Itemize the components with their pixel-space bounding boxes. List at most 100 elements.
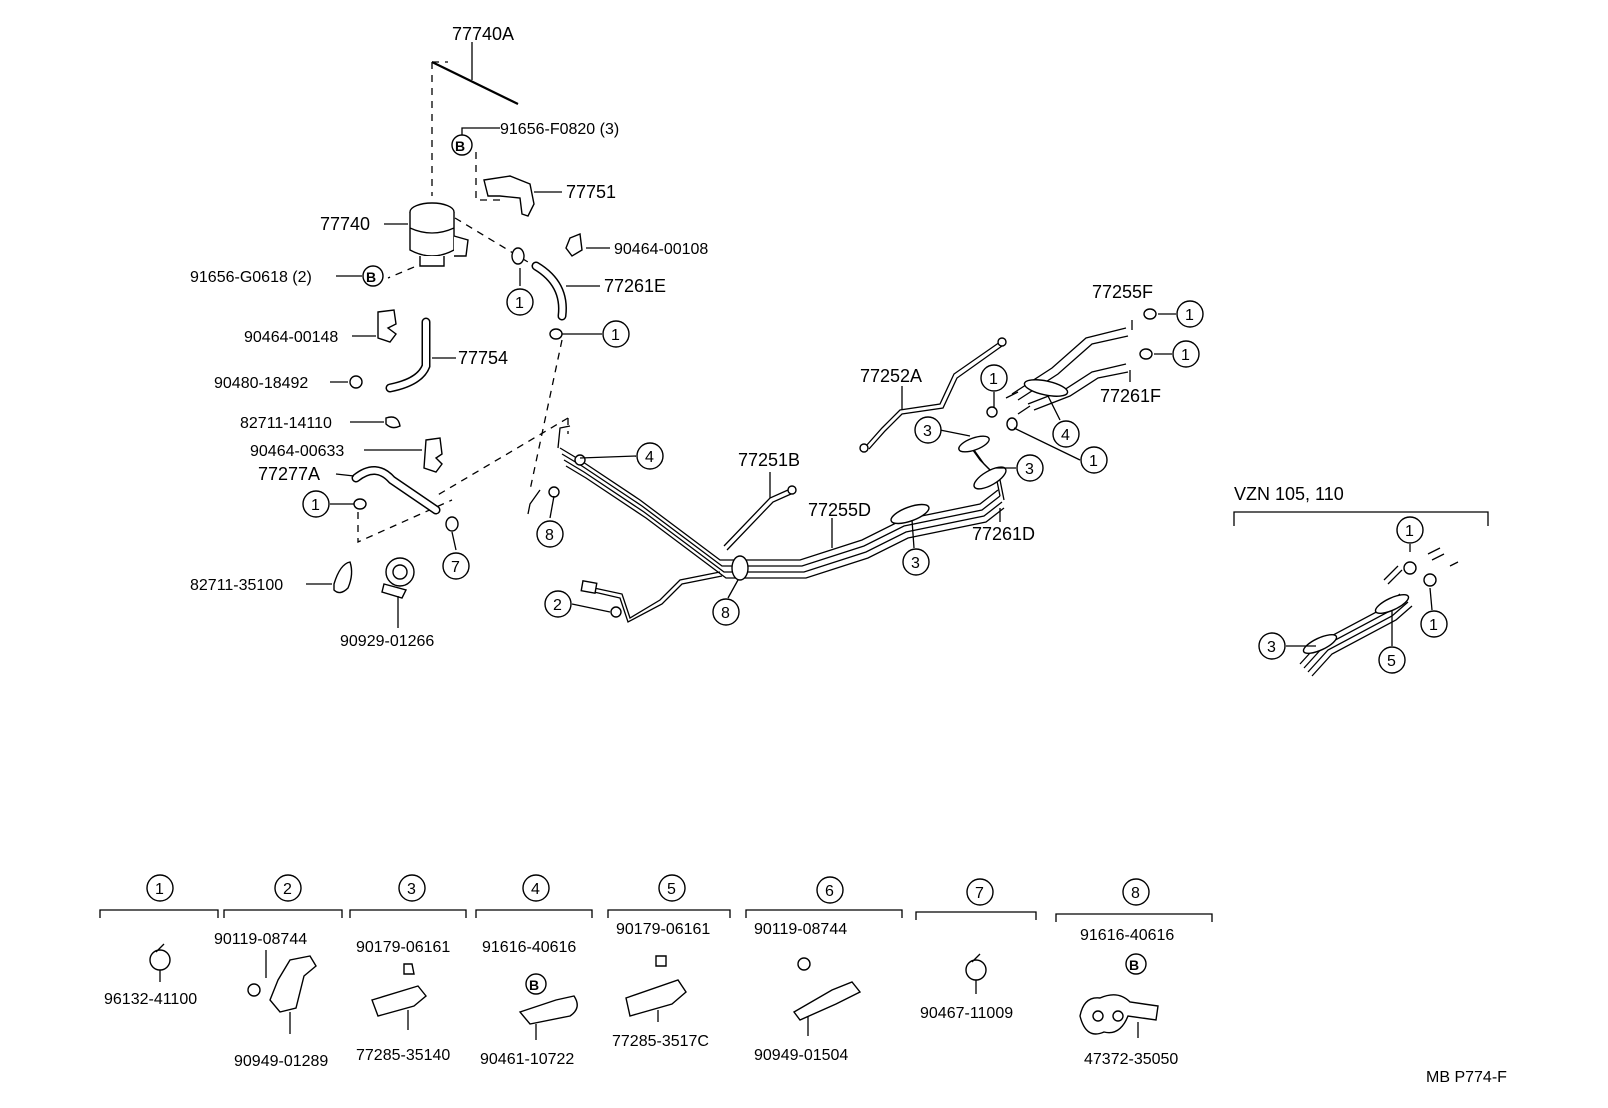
svg-text:90467-11009: 90467-11009 bbox=[920, 1005, 1013, 1022]
canister-77740 bbox=[409, 202, 469, 267]
svg-text:1: 1 bbox=[1181, 347, 1190, 364]
svg-text:77285-35140: 77285-35140 bbox=[356, 1047, 450, 1064]
svg-text:8: 8 bbox=[721, 605, 730, 622]
label-77261E: 77261E bbox=[604, 276, 666, 296]
svg-text:3: 3 bbox=[407, 881, 416, 898]
svg-text:5: 5 bbox=[667, 881, 676, 898]
svg-text:1: 1 bbox=[1089, 453, 1098, 470]
hose-77754 bbox=[385, 317, 431, 393]
svg-text:1: 1 bbox=[1185, 307, 1194, 324]
legend: 1 96132-41100 2 90119-08744 90949-01289 … bbox=[99, 874, 1213, 1070]
svg-text:8: 8 bbox=[1131, 885, 1140, 902]
svg-text:1: 1 bbox=[1405, 523, 1414, 540]
nut-icon bbox=[403, 963, 415, 975]
bolt-b-icon: B bbox=[451, 134, 473, 156]
svg-text:3: 3 bbox=[1025, 461, 1034, 478]
bolt-b-icon: B bbox=[362, 265, 384, 287]
inset-vzn: VZN 105, 110 1 1 5 3 bbox=[1233, 484, 1489, 677]
svg-text:B: B bbox=[529, 977, 539, 993]
clamp-icon bbox=[1139, 348, 1153, 360]
clamp-icon bbox=[1006, 417, 1018, 431]
clamp-icon bbox=[986, 406, 998, 418]
svg-text:2: 2 bbox=[553, 597, 562, 614]
svg-text:90949-01504: 90949-01504 bbox=[754, 1047, 848, 1064]
label-77754: 77754 bbox=[458, 348, 508, 368]
bolt-b-icon bbox=[525, 973, 547, 995]
bolt-icon bbox=[797, 957, 811, 971]
label-91656F: 91656-F0820 (3) bbox=[500, 121, 619, 138]
clamp-icon bbox=[1143, 308, 1157, 320]
nut-icon bbox=[655, 955, 667, 967]
label-82711-35100: 82711-35100 bbox=[190, 577, 283, 594]
clamp-icon bbox=[965, 959, 987, 981]
label-77740: 77740 bbox=[320, 214, 370, 234]
clamp-icon bbox=[371, 985, 427, 1017]
clamp-icon bbox=[518, 995, 578, 1025]
svg-text:3: 3 bbox=[911, 555, 920, 572]
svg-text:4: 4 bbox=[1061, 427, 1070, 444]
inset-title: VZN 105, 110 bbox=[1234, 484, 1344, 504]
svg-text:47372-35050: 47372-35050 bbox=[1084, 1051, 1178, 1068]
label-91656G: 91656-G0618 (2) bbox=[190, 269, 312, 286]
legend-item-6: 6 90119-08744 90949-01504 bbox=[745, 876, 903, 1064]
legend-item-2: 2 90119-08744 90949-01289 bbox=[214, 874, 343, 1070]
svg-text:B: B bbox=[1129, 957, 1139, 973]
label-77255F: 77255F bbox=[1092, 282, 1153, 302]
svg-text:1: 1 bbox=[515, 295, 524, 312]
svg-text:1: 1 bbox=[155, 881, 164, 898]
hose-77277A bbox=[351, 466, 441, 515]
label-90464-00633: 90464-00633 bbox=[250, 443, 344, 460]
legend-item-5: 5 90179-06161 77285-3517C bbox=[607, 874, 731, 1050]
rod-77740A bbox=[431, 61, 519, 105]
clip-82711-35100 bbox=[333, 561, 353, 594]
leader-77277A bbox=[335, 473, 355, 477]
clamp-icon bbox=[625, 979, 687, 1017]
bracket-icon bbox=[269, 955, 317, 1013]
legend-item-3: 3 90179-06161 77285-35140 bbox=[349, 874, 467, 1064]
label-77261D: 77261D bbox=[972, 524, 1035, 544]
svg-text:1: 1 bbox=[611, 327, 620, 344]
grommet-90480 bbox=[349, 375, 363, 389]
label-90464-00148: 90464-00148 bbox=[244, 329, 338, 346]
bolt-b-icon bbox=[1125, 953, 1147, 975]
bolt-icon bbox=[247, 983, 261, 997]
pipe-lower-left bbox=[580, 571, 723, 623]
svg-text:96132-41100: 96132-41100 bbox=[104, 991, 197, 1008]
svg-text:6: 6 bbox=[825, 883, 834, 900]
svg-text:90461-10722: 90461-10722 bbox=[480, 1051, 574, 1068]
svg-text:90179-06161: 90179-06161 bbox=[356, 939, 450, 956]
svg-text:4: 4 bbox=[645, 449, 654, 466]
svg-text:B: B bbox=[366, 269, 376, 285]
svg-text:7: 7 bbox=[451, 559, 460, 576]
clamp-90929-01266 bbox=[381, 557, 415, 599]
svg-text:5: 5 bbox=[1387, 653, 1396, 670]
svg-text:4: 4 bbox=[531, 881, 540, 898]
svg-text:B: B bbox=[455, 138, 465, 154]
label-90480: 90480-18492 bbox=[214, 375, 308, 392]
svg-text:90179-06161: 90179-06161 bbox=[616, 921, 710, 938]
clip-82711-14110 bbox=[385, 416, 401, 429]
legend-item-7: 7 90467-11009 bbox=[915, 878, 1037, 1022]
inset-bracket bbox=[1233, 511, 1489, 526]
pipe-77251B bbox=[723, 485, 797, 551]
clip-90464-00108 bbox=[565, 233, 583, 257]
label-82711-14110: 82711-14110 bbox=[240, 415, 332, 432]
clip-90464-00148 bbox=[377, 309, 397, 343]
clamp-icon bbox=[549, 328, 563, 340]
label-77261F: 77261F bbox=[1100, 386, 1161, 406]
svg-text:8: 8 bbox=[545, 527, 554, 544]
label-77740A: 77740A bbox=[452, 24, 514, 44]
clip-90464-00633 bbox=[423, 437, 443, 473]
svg-text:1: 1 bbox=[311, 497, 320, 514]
legend-item-4: 4 91616-40616 B 90461-10722 bbox=[475, 874, 593, 1068]
svg-text:90949-01289: 90949-01289 bbox=[234, 1053, 328, 1070]
label-90464-00108: 90464-00108 bbox=[614, 241, 708, 258]
label-77251B: 77251B bbox=[738, 450, 800, 470]
svg-text:3: 3 bbox=[1267, 639, 1276, 656]
svg-text:90119-08744: 90119-08744 bbox=[214, 931, 307, 948]
label-77255D: 77255D bbox=[808, 500, 871, 520]
svg-text:2: 2 bbox=[283, 881, 292, 898]
callout-circles: 1 1 1 7 4 8 2 8 3 3 3 1 4 1 1 1 bbox=[302, 268, 1204, 626]
pipe-77252A bbox=[859, 337, 1007, 453]
